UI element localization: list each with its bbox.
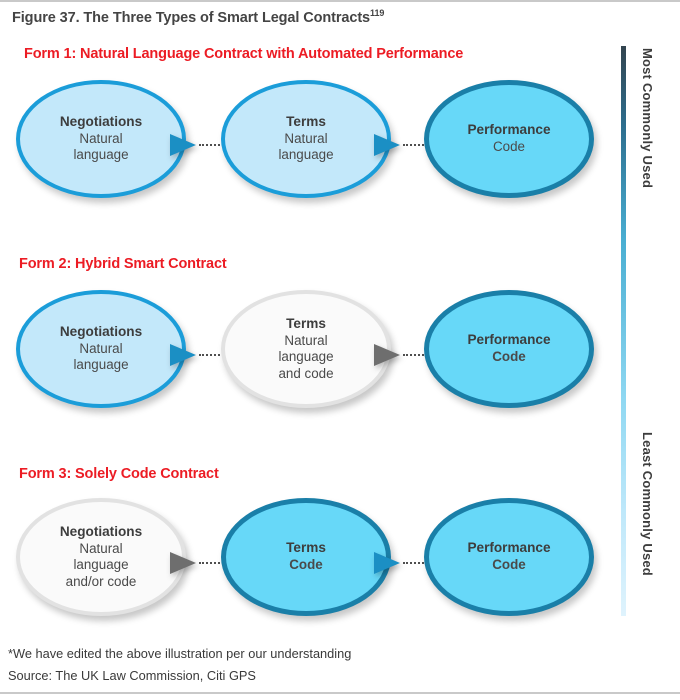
bottom-divider xyxy=(0,692,680,694)
connector-form1-1 xyxy=(170,134,232,156)
footer-note: *We have edited the above illustration p… xyxy=(8,646,352,661)
node-title: Negotiations xyxy=(59,113,143,129)
node-title: Negotiations xyxy=(59,323,143,339)
node-title: Terms xyxy=(286,315,326,331)
connector-form1-2 xyxy=(374,134,436,156)
node-line-1: Natural xyxy=(79,540,123,556)
node-form1-terms: Terms Natural language xyxy=(221,80,391,198)
dotted-line xyxy=(403,562,431,564)
node-title: Negotiations xyxy=(59,523,143,539)
node-line-2: language xyxy=(73,357,129,373)
connector-form3-2 xyxy=(374,552,436,574)
node-form1-performance: Performance Code xyxy=(424,80,594,198)
top-divider xyxy=(0,0,680,2)
node-form2-performance: Performance Code xyxy=(424,290,594,408)
page-title-text: Figure 37. The Three Types of Smart Lega… xyxy=(12,10,371,26)
dotted-line xyxy=(199,144,227,146)
node-line-1: Code xyxy=(492,139,525,155)
node-line-2: language xyxy=(73,147,129,163)
node-title: Performance xyxy=(467,122,551,138)
arrow-triangle-icon xyxy=(374,134,400,156)
node-title: Terms xyxy=(286,113,326,129)
node-line-1: Natural xyxy=(79,130,123,146)
connector-form2-1 xyxy=(170,344,232,366)
arrow-triangle-icon xyxy=(374,552,400,574)
form-2-flow: Negotiations Natural language Terms Natu… xyxy=(0,290,620,430)
dotted-line xyxy=(403,144,431,146)
footnote-marker: 119 xyxy=(370,8,385,19)
usage-gradient-bar xyxy=(621,46,626,616)
node-line-2: language xyxy=(73,557,129,573)
scale-label-least-commonly-used: Least Commonly Used xyxy=(640,432,655,576)
node-line-1: Code xyxy=(289,557,323,573)
dotted-line xyxy=(199,562,227,564)
node-form1-negotiations: Negotiations Natural language xyxy=(16,80,186,198)
connector-form2-2 xyxy=(374,344,436,366)
node-title: Terms xyxy=(286,540,326,556)
node-line-2: language xyxy=(278,349,334,365)
node-title: Performance xyxy=(467,540,551,556)
connector-form3-1 xyxy=(170,552,232,574)
node-line-1: Code xyxy=(492,557,526,573)
footer-source: Source: The UK Law Commission, Citi GPS xyxy=(8,668,256,683)
scale-label-most-commonly-used: Most Commonly Used xyxy=(640,48,655,189)
node-form2-terms: Terms Natural language and code xyxy=(221,290,391,408)
node-line-1: Natural xyxy=(284,332,328,348)
dotted-line xyxy=(403,354,431,356)
form-2-heading: Form 2: Hybrid Smart Contract xyxy=(19,256,227,272)
node-line-1: Natural xyxy=(79,340,123,356)
arrow-triangle-icon xyxy=(170,134,196,156)
node-line-1: Code xyxy=(492,349,526,365)
form-3-flow: Negotiations Natural language and/or cod… xyxy=(0,498,620,638)
form-3-heading: Form 3: Solely Code Contract xyxy=(19,466,219,482)
dotted-line xyxy=(199,354,227,356)
form-1-flow: Negotiations Natural language Terms Natu… xyxy=(0,80,620,220)
arrow-triangle-icon xyxy=(374,344,400,366)
node-line-1: Natural xyxy=(284,130,328,146)
form-1-heading: Form 1: Natural Language Contract with A… xyxy=(24,46,464,62)
node-line-3: and/or code xyxy=(65,573,137,589)
node-form3-terms: Terms Code xyxy=(221,498,391,616)
node-form3-negotiations: Negotiations Natural language and/or cod… xyxy=(16,498,186,616)
node-line-3: and code xyxy=(278,365,334,381)
node-form3-performance: Performance Code xyxy=(424,498,594,616)
arrow-triangle-icon xyxy=(170,344,196,366)
node-form2-negotiations: Negotiations Natural language xyxy=(16,290,186,408)
node-line-2: language xyxy=(278,147,334,163)
page-title: Figure 37. The Three Types of Smart Lega… xyxy=(12,8,385,26)
node-title: Performance xyxy=(467,332,551,348)
arrow-triangle-icon xyxy=(170,552,196,574)
